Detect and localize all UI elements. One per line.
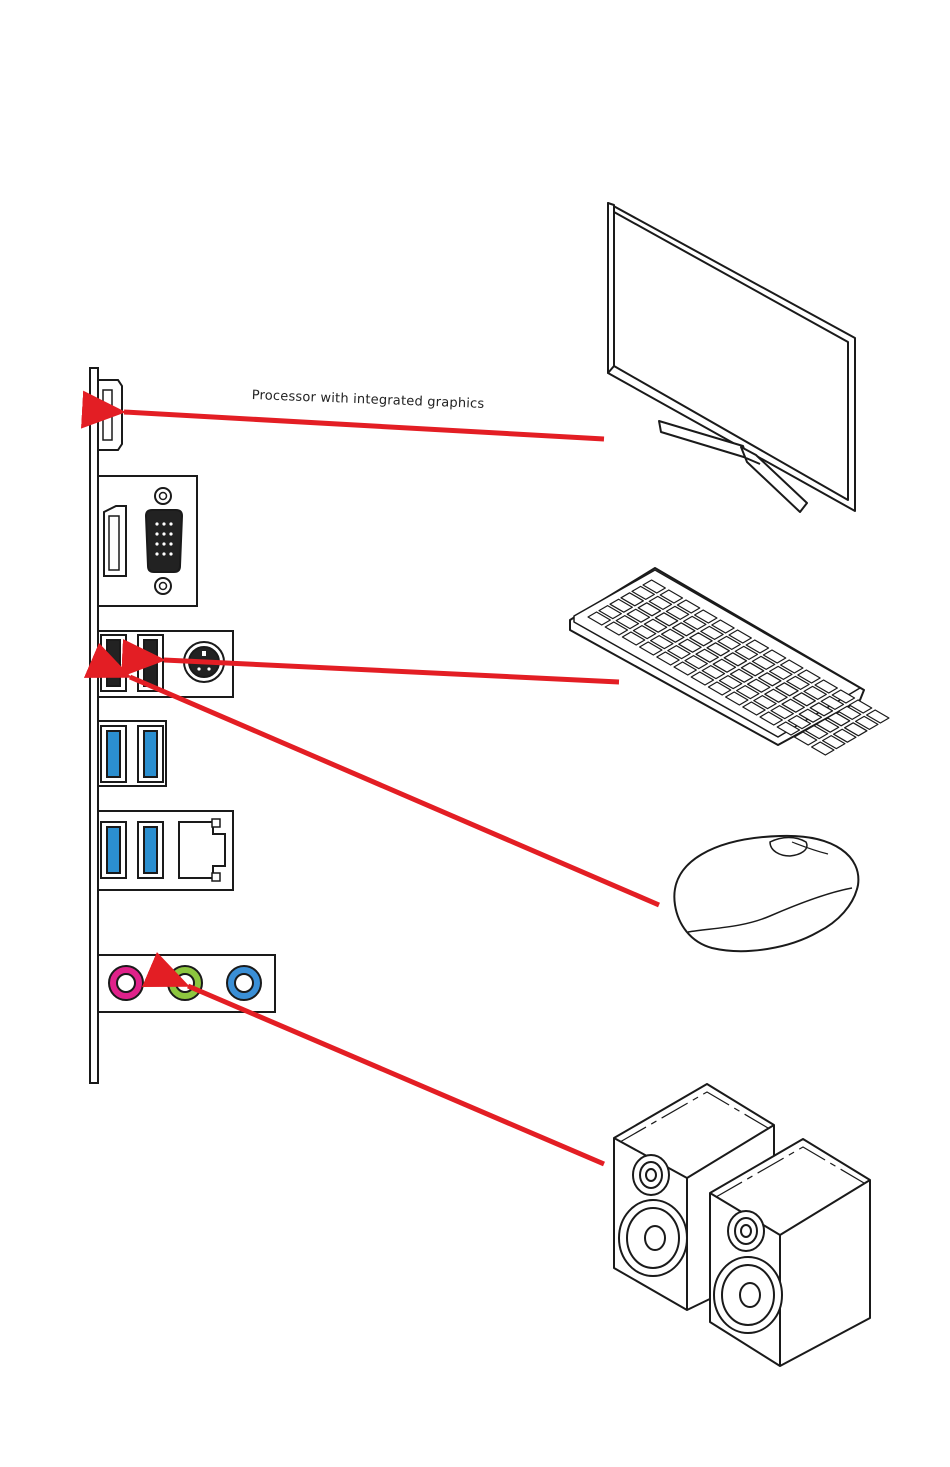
audio-mic-in xyxy=(227,966,261,1000)
displayport-port xyxy=(104,506,126,576)
speakers-icon xyxy=(614,1084,870,1366)
mouse-icon xyxy=(674,836,858,951)
audio-line-out xyxy=(168,966,202,1000)
hdmi-port xyxy=(98,380,122,450)
keyboard-icon xyxy=(570,568,889,755)
monitor-icon xyxy=(608,203,855,512)
arrow-monitor-to-hdmi xyxy=(124,412,604,439)
audio-line-in xyxy=(109,966,143,1000)
connection-arrows xyxy=(124,412,659,1164)
io-shield-strip xyxy=(90,368,98,1083)
arrow-speakers-to-audio xyxy=(188,986,604,1164)
